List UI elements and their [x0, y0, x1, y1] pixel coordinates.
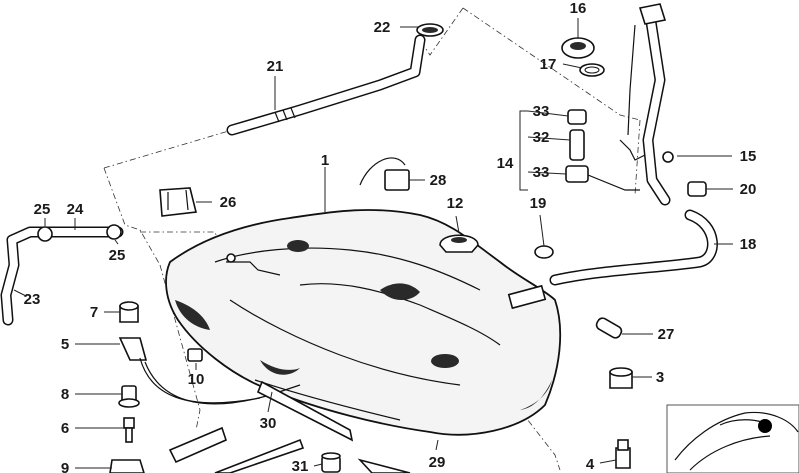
callout-30: 30: [260, 415, 277, 432]
seal-ring-17: [579, 63, 605, 77]
callout-4: 4: [586, 456, 595, 473]
callout-24: 24: [67, 201, 84, 218]
callout-8: 8: [61, 386, 69, 403]
bottom-strips: [168, 426, 411, 473]
callout-16: 16: [570, 0, 587, 17]
hose-clamp-22: [416, 23, 444, 37]
callout-29: 29: [429, 454, 446, 471]
bolt-4: [615, 439, 631, 469]
callout-1: 1: [321, 152, 329, 169]
strap-5: [118, 337, 301, 405]
grommet-31: [321, 452, 341, 473]
assembly-lines: [103, 7, 641, 471]
leader-lines: [13, 18, 733, 469]
vent-valve-assembly: [565, 109, 640, 191]
callout-3: 3: [656, 369, 664, 386]
hose-23-24: [0, 224, 124, 326]
callout-33-bottom: 33: [533, 164, 550, 181]
sleeve-27: [595, 317, 623, 339]
callout-7: 7: [90, 304, 98, 321]
callout-labels: 1 3 4 5 6 7 8 9 10 12 14 15 16 17 18 19 …: [24, 0, 757, 473]
filler-pipe: [619, 3, 671, 206]
callout-20: 20: [740, 181, 757, 198]
callout-31: 31: [292, 458, 309, 473]
callout-25-right: 25: [109, 247, 126, 264]
callout-26: 26: [220, 194, 237, 211]
callout-22: 22: [374, 19, 391, 36]
washer-8: [118, 385, 140, 408]
callout-6: 6: [61, 420, 69, 437]
callout-5: 5: [61, 336, 69, 353]
clip-20: [687, 181, 707, 197]
nut-15: [662, 151, 674, 163]
cap-12: [439, 234, 479, 253]
callout-23: 23: [24, 291, 41, 308]
bolt-6: [123, 417, 135, 443]
grommet-16: [561, 37, 595, 59]
bracket-26: [159, 187, 197, 217]
bracket-9: [109, 459, 145, 473]
callout-21: 21: [267, 58, 284, 75]
callout-10: 10: [188, 371, 205, 388]
hose-18: [549, 209, 718, 286]
callout-15: 15: [740, 148, 757, 165]
callout-19: 19: [530, 195, 547, 212]
rubber-mount-7: [119, 301, 139, 323]
grommet-10: [187, 348, 203, 362]
rubber-mount-3: [609, 367, 633, 389]
callout-28: 28: [430, 172, 447, 189]
callout-12: 12: [447, 195, 464, 212]
clamp-19: [534, 245, 554, 259]
heat-shield-30: [256, 380, 354, 442]
fuel-tank: [165, 209, 562, 436]
callout-33-top: 33: [533, 103, 550, 120]
callout-32: 32: [533, 129, 550, 146]
callout-18: 18: [740, 236, 757, 253]
callout-25-left: 25: [34, 201, 51, 218]
holder-28: [359, 157, 410, 191]
callout-14: 14: [497, 155, 514, 172]
filler-neck-tube: [226, 34, 426, 136]
vehicle-locator-thumbnail: [666, 404, 799, 473]
callout-17: 17: [540, 56, 557, 73]
callout-27: 27: [658, 326, 675, 343]
callout-9: 9: [61, 460, 69, 473]
